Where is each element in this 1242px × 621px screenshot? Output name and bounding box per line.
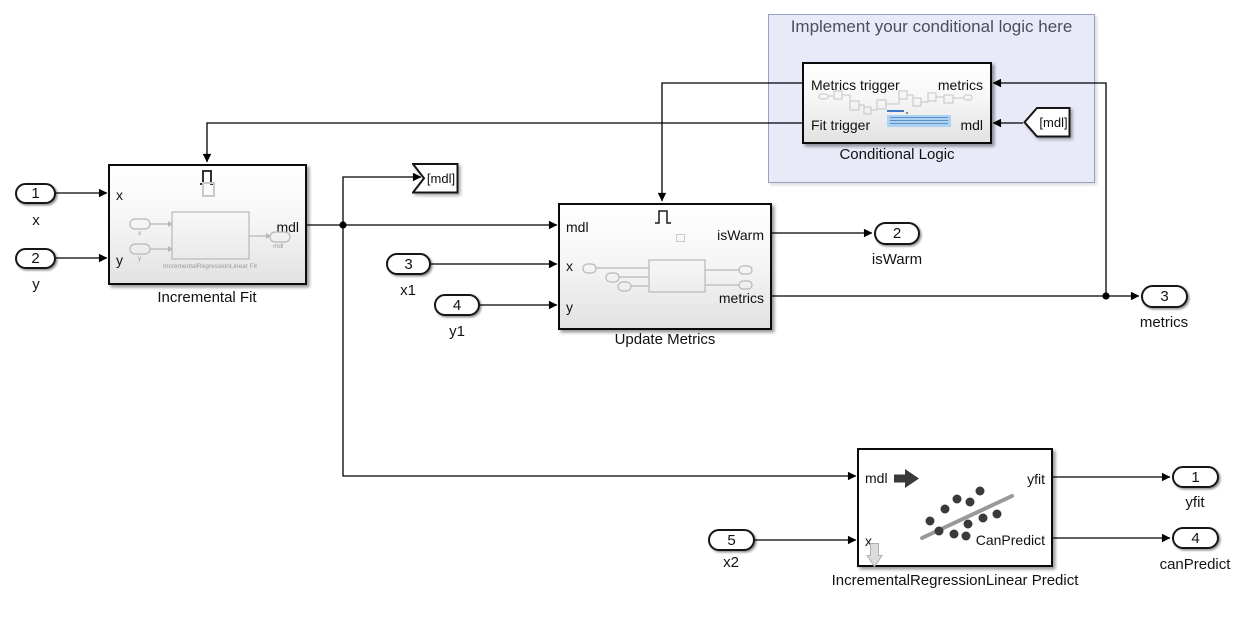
- predict-port-x: x: [865, 533, 872, 549]
- incremental-fit-port-x: x: [116, 187, 123, 203]
- incremental-fit-port-y: y: [116, 252, 123, 268]
- inport-5-label: x2: [723, 554, 739, 571]
- incremental-fit-thumbnail: [129, 211, 291, 260]
- predict-label: IncrementalRegressionLinear Predict: [831, 572, 1079, 589]
- wire-junction: [1102, 292, 1110, 300]
- trigger-shadow-square: [202, 182, 215, 197]
- predict-block[interactable]: mdl x yfit CanPredict: [857, 448, 1053, 568]
- scatter-plot-icon: [920, 486, 1014, 541]
- predict-port-mdl: mdl: [865, 470, 888, 486]
- update-metrics-thumbnail: [582, 259, 753, 293]
- outport-4[interactable]: 4: [1172, 527, 1219, 549]
- thumb-inport-y-label: y: [138, 255, 142, 262]
- inport-1-label: x: [32, 212, 40, 229]
- inport-3-label: x1: [400, 282, 416, 299]
- update-metrics-port-x: x: [566, 258, 573, 274]
- inport-4-number: 4: [452, 296, 462, 314]
- conditional-logic-label: Conditional Logic: [839, 146, 955, 163]
- trigger-pulse-icon: [655, 210, 671, 224]
- outport-1-number: 1: [1191, 468, 1200, 486]
- incremental-fit-block[interactable]: x y mdl x y mdl IncrementalRegress: [108, 164, 307, 285]
- wire-junction: [339, 221, 347, 229]
- update-metrics-port-mdl: mdl: [566, 219, 589, 235]
- inport-3-number: 3: [404, 255, 413, 273]
- thumb-inport-x-label: x: [138, 230, 142, 237]
- thumb-outport-mdl-label: mdl: [273, 243, 284, 250]
- wire-mdl-to-goto-tag[interactable]: [342, 172, 422, 225]
- outport-3-number: 3: [1160, 288, 1169, 305]
- inport-5[interactable]: 5: [708, 529, 755, 551]
- incremental-fit-port-mdl: mdl: [276, 219, 299, 235]
- from-mdl-tag[interactable]: [mdl]: [1023, 107, 1071, 138]
- wire-metrics-feedback[interactable]: [992, 78, 1107, 296]
- inport-2[interactable]: 2: [15, 248, 56, 269]
- outport-3-label: metrics: [1139, 314, 1189, 331]
- goto-mdl-text: [mdl]: [426, 171, 456, 186]
- wire-metrics-trigger[interactable]: [657, 82, 802, 202]
- inport-2-label: y: [32, 276, 40, 293]
- outport-1-label: yfit: [1185, 494, 1205, 511]
- outport-2-number: 2: [892, 225, 902, 242]
- inport-5-number: 5: [727, 531, 736, 549]
- conditional-logic-port-fit-trigger: Fit trigger: [811, 117, 871, 133]
- inport-4-label: y1: [449, 323, 465, 340]
- conditional-logic-block[interactable]: Metrics trigger metrics Fit trigger mdl: [802, 62, 992, 144]
- thumb-highlighted-note: [887, 115, 951, 127]
- predict-port-canpredict: CanPredict: [975, 532, 1045, 548]
- goto-tag-shape: [412, 163, 459, 194]
- predict-port-yfit: yfit: [1027, 471, 1045, 487]
- update-metrics-label: Update Metrics: [614, 331, 716, 348]
- outport-4-label: canPredict: [1159, 556, 1231, 573]
- conditional-logic-thumbnail: [818, 90, 973, 115]
- data-down-arrow-icon: [866, 543, 883, 568]
- goto-mdl-tag[interactable]: [mdl]: [412, 163, 459, 194]
- annotation-title: Implement your conditional logic here: [790, 17, 1073, 36]
- update-metrics-port-iswarm: isWarm: [717, 227, 764, 243]
- wire-mdl-to-predict[interactable]: [342, 225, 857, 481]
- update-metrics-block[interactable]: mdl x y isWarm metrics: [558, 203, 772, 330]
- trigger-small-square: [676, 234, 685, 242]
- conditional-logic-port-metrics-trigger: Metrics trigger: [811, 77, 900, 93]
- outport-4-number: 4: [1191, 529, 1200, 547]
- thumb-note-header: [887, 110, 904, 112]
- inport-1[interactable]: 1: [15, 183, 56, 204]
- outport-1[interactable]: 1: [1172, 466, 1219, 488]
- outport-3[interactable]: 3: [1141, 285, 1188, 308]
- inport-1-number: 1: [31, 185, 40, 202]
- inport-4[interactable]: 4: [434, 294, 480, 316]
- update-metrics-port-y: y: [566, 299, 573, 315]
- outport-2[interactable]: 2: [874, 222, 920, 245]
- from-mdl-text: [mdl]: [1039, 115, 1068, 130]
- inport-2-number: 2: [31, 250, 40, 267]
- conditional-logic-port-mdl: mdl: [960, 117, 983, 133]
- incremental-fit-label: Incremental Fit: [157, 289, 257, 306]
- from-tag-shape: [1023, 107, 1071, 138]
- conditional-logic-port-metrics: metrics: [937, 77, 983, 93]
- inport-3[interactable]: 3: [386, 253, 431, 275]
- thumb-fit-block-label: IncrementalRegressionLinear Fit: [163, 263, 257, 270]
- wire-fit-trigger[interactable]: [202, 122, 802, 163]
- model-arrow-icon: [894, 469, 919, 488]
- update-metrics-port-metrics: metrics: [718, 290, 764, 306]
- outport-2-label: isWarm: [871, 251, 923, 268]
